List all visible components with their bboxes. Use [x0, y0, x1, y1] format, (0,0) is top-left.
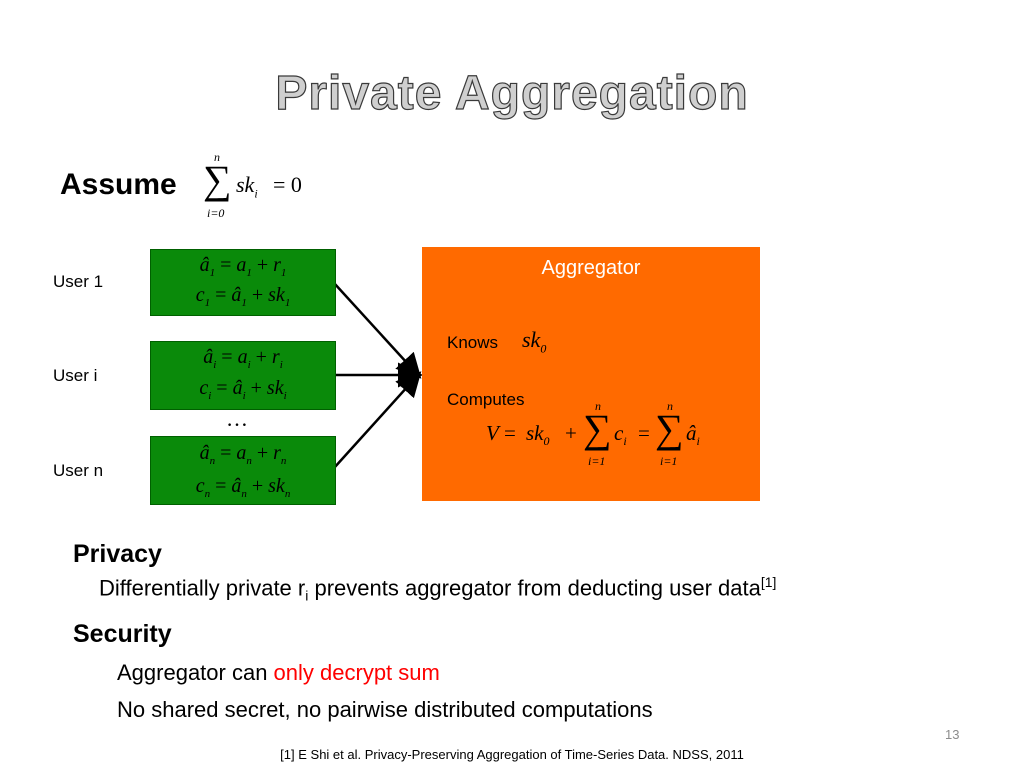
assume-sum-lower: i=0: [207, 206, 225, 220]
user-i-eq1: âi = ai + ri: [203, 346, 283, 371]
aggregator-box: Aggregator Knows sk0 Computes V = sk0 + …: [422, 247, 760, 501]
slide-number: 13: [945, 727, 960, 742]
arrow-usern: [333, 371, 422, 469]
users-ellipsis: …: [226, 406, 248, 431]
user-i-box: âi = ai + ri ci = âi + ski: [150, 341, 336, 410]
user-n-label: User n: [53, 461, 104, 480]
user-1-eq2: c1 = â1 + sk1: [195, 284, 291, 309]
privacy-text: Differentially private ri prevents aggre…: [99, 574, 777, 604]
aggregator-knows-term: sk0: [522, 327, 547, 356]
arrow-user1: [333, 282, 422, 379]
security-heading: Security: [73, 620, 172, 648]
assume-sum-upper: n: [214, 150, 220, 164]
assume-formula: n ∑ i=0 ski = 0: [203, 150, 323, 225]
assume-label: Assume: [60, 168, 177, 201]
aggregator-sum1-lower: i=1: [588, 454, 606, 468]
slide-title: Private Aggregation: [275, 66, 749, 120]
user-1-label: User 1: [53, 272, 104, 291]
assume-rhs: = 0: [273, 172, 302, 197]
assume-sigma-icon: ∑: [203, 157, 232, 202]
security-line-1: Aggregator can only decrypt sum: [117, 660, 440, 685]
aggregator-sigma1-icon: ∑: [583, 406, 612, 451]
aggregator-sigma2-icon: ∑: [655, 406, 684, 451]
aggregator-knows-label: Knows: [447, 333, 499, 352]
user-n-eq2: cn = ân + skn: [195, 475, 291, 500]
user-1-box: â1 = a1 + r1 c1 = â1 + sk1: [150, 249, 336, 316]
footnote: [1] E Shi et al. Privacy-Preserving Aggr…: [280, 747, 744, 762]
aggregator-sum1-upper: n: [595, 399, 601, 413]
privacy-heading: Privacy: [73, 540, 162, 568]
user-n-box: ân = an + rn cn = ân + skn: [150, 436, 336, 505]
assume-term: ski: [236, 172, 258, 201]
aggregator-formula: V = sk0 + n ∑ i=1 ci = n ∑ i=1 âi: [486, 399, 700, 468]
aggregator-sum2-lower: i=1: [660, 454, 678, 468]
aggregator-sum2-upper: n: [667, 399, 673, 413]
user-1-eq1: â1 = a1 + r1: [199, 254, 287, 279]
aggregator-title: Aggregator: [541, 257, 641, 279]
aggregator-computes-label: Computes: [447, 390, 525, 409]
user-i-eq2: ci = âi + ski: [199, 377, 287, 402]
security-line-2: No shared secret, no pairwise distribute…: [117, 697, 653, 722]
user-i-label: User i: [53, 366, 98, 385]
user-n-eq1: ân = an + rn: [199, 442, 287, 467]
